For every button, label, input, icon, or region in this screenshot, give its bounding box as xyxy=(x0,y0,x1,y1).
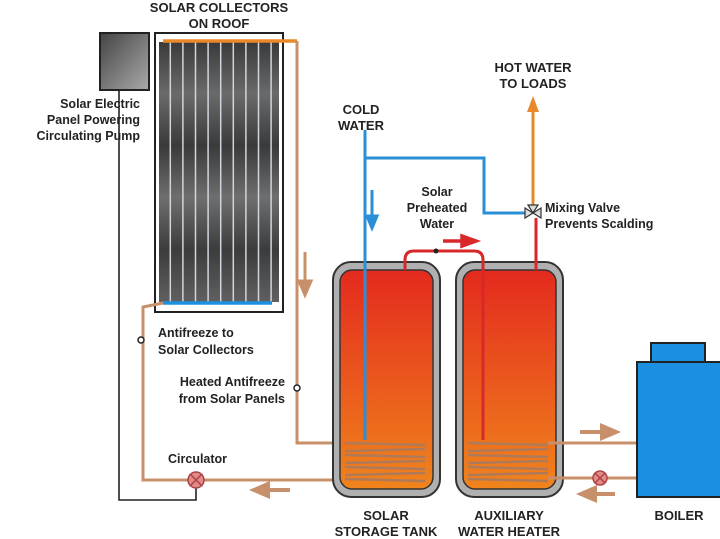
coil-loop xyxy=(467,471,549,477)
arrow-right-icon xyxy=(443,233,482,249)
junction-dot xyxy=(137,336,145,344)
coil-loop xyxy=(467,477,549,483)
coil-loop xyxy=(467,453,549,459)
coil-loop xyxy=(344,441,426,447)
coil-loop xyxy=(344,477,426,483)
arrow-down-icon xyxy=(296,252,314,299)
coil-loop xyxy=(467,459,549,465)
junction-dot xyxy=(433,248,439,254)
coil-loop xyxy=(344,453,426,459)
coil-loop xyxy=(344,465,426,471)
boiler-label: BOILER xyxy=(654,508,704,523)
circulator-pump-icon xyxy=(187,471,205,489)
pump-wire xyxy=(118,90,197,501)
solar-storage-tank xyxy=(332,261,441,498)
circulator-label: Circulator xyxy=(168,452,227,466)
boiler xyxy=(636,342,720,498)
mixing-valve-icon xyxy=(524,204,542,220)
coil-loop xyxy=(344,447,426,453)
coil-loop xyxy=(467,441,549,447)
arrow-up-icon xyxy=(527,96,539,112)
junction-dot xyxy=(293,384,301,392)
coil-loop xyxy=(467,447,549,453)
arrow-left-icon xyxy=(575,484,615,504)
arrow-left-icon xyxy=(248,480,290,500)
solar-electric-panel xyxy=(99,32,150,91)
arrow-down-icon xyxy=(364,190,380,232)
coil-loop xyxy=(467,465,549,471)
solar-collector xyxy=(154,32,297,313)
heat-exchanger-coils xyxy=(344,441,549,483)
cold-water-pipe xyxy=(363,130,526,440)
coil-loop xyxy=(344,471,426,477)
hot-water-pipe xyxy=(403,218,538,440)
boiler-circulator-icon xyxy=(592,470,608,486)
coil-loop xyxy=(344,459,426,465)
arrow-right-icon xyxy=(580,422,622,442)
